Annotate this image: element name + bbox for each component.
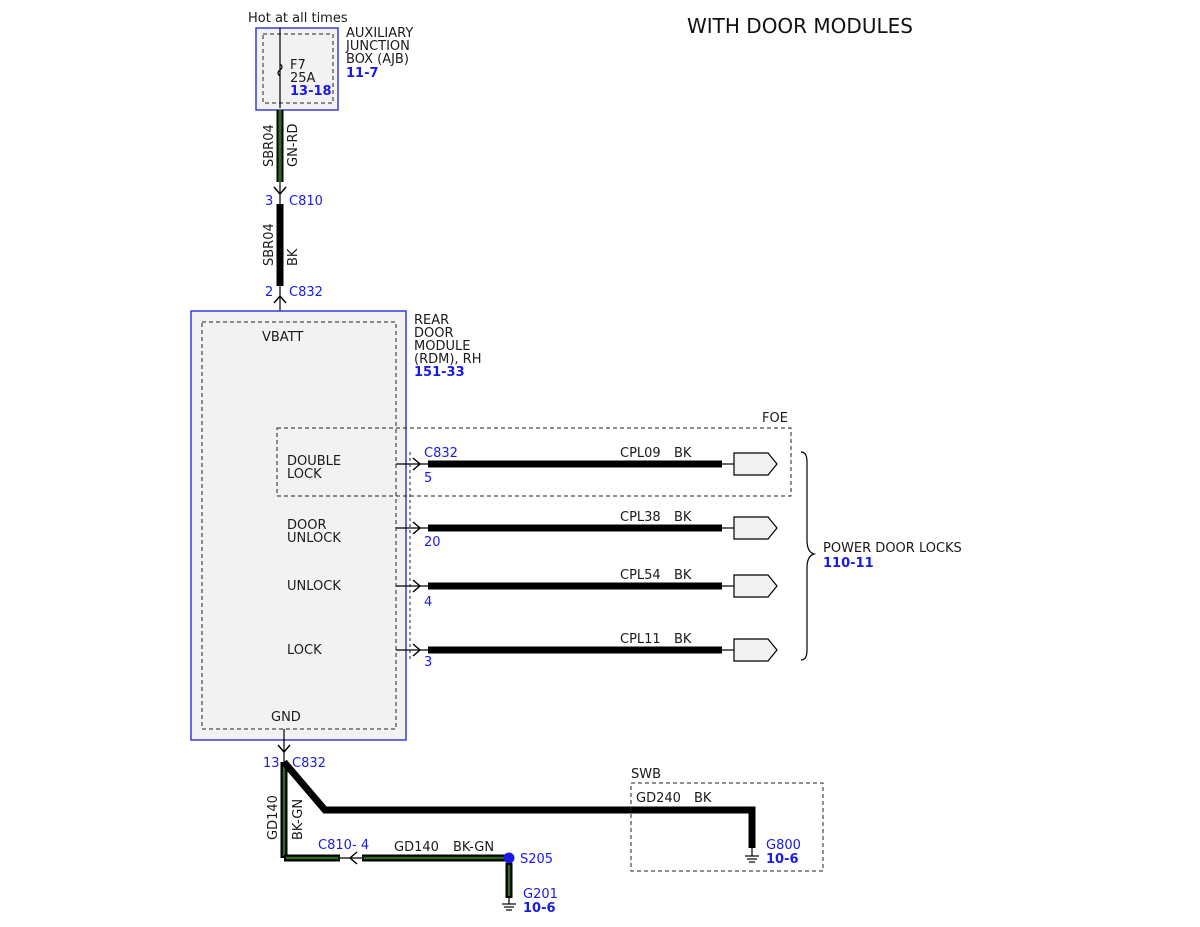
fuse-name: F7 bbox=[290, 58, 306, 73]
connector-flag-icon bbox=[733, 452, 778, 476]
g800-name: G800 bbox=[766, 838, 801, 853]
rdm-name-line-1: REAR bbox=[414, 313, 449, 328]
splice-s205-dot bbox=[503, 852, 515, 864]
output-label-line-2: LOCK bbox=[287, 467, 322, 482]
output-label-line-2: UNLOCK bbox=[287, 531, 341, 546]
output-label-line-1: DOOR bbox=[287, 518, 327, 533]
c832-gnd-name: C832 bbox=[292, 756, 326, 771]
c810-top-pin: 3 bbox=[265, 194, 273, 209]
ajb-name-line-1: AUXILIARY bbox=[346, 26, 413, 41]
diagram-title: WITH DOOR MODULES bbox=[687, 14, 913, 38]
output-color: BK bbox=[674, 632, 692, 647]
power-door-locks-brace bbox=[800, 451, 817, 661]
output-pin: 4 bbox=[424, 595, 432, 610]
rdm-name-line-3: MODULE bbox=[414, 339, 470, 354]
c832-top-pin: 2 bbox=[265, 285, 273, 300]
feed-wire-1-color: GN-RD bbox=[286, 123, 301, 167]
output-color: BK bbox=[674, 446, 692, 461]
c810-gnd-pin: - 4 bbox=[352, 838, 369, 853]
feed-wire-2-circuit: SBR04 bbox=[262, 223, 277, 266]
ajb-fuse-box bbox=[262, 33, 334, 104]
connector-arrow-icon bbox=[412, 457, 422, 471]
g800-ref-link[interactable]: 10-6 bbox=[766, 852, 799, 867]
gd240-circuit: GD240 bbox=[636, 791, 681, 806]
connector-flag-icon bbox=[733, 638, 778, 662]
output-pin: 20 bbox=[424, 535, 441, 550]
rdm-gnd-label: GND bbox=[271, 710, 301, 725]
gd240-wire bbox=[281, 759, 756, 848]
connector-arrow-icon bbox=[412, 579, 422, 593]
output-color: BK bbox=[674, 510, 692, 525]
c810-gnd-connector-icon bbox=[348, 851, 358, 865]
foe-label: FOE bbox=[762, 411, 788, 426]
output-pin: 3 bbox=[424, 655, 432, 670]
fuse-icon bbox=[277, 63, 283, 77]
c832-top-name: C832 bbox=[289, 285, 323, 300]
connector-flag-icon bbox=[733, 516, 778, 540]
feed-wire-1-circuit: SBR04 bbox=[262, 124, 277, 167]
output-lock: LOCK 3 CPL11 BK bbox=[287, 632, 778, 670]
power-door-locks-label: POWER DOOR LOCKS bbox=[823, 541, 962, 556]
feed-wire-2-color: BK bbox=[286, 248, 301, 266]
output-pin: 5 bbox=[424, 471, 432, 486]
fuse-rating: 25A bbox=[290, 71, 316, 86]
gd140-vertical-circuit: GD140 bbox=[266, 795, 281, 840]
output-label-line-1: DOUBLE bbox=[287, 454, 341, 469]
c832-gnd-connector-icon bbox=[277, 744, 291, 754]
ajb-ref-link[interactable]: 11-7 bbox=[346, 66, 379, 81]
rdm-vbatt-label: VBATT bbox=[262, 330, 303, 345]
rdm-name-line-4: (RDM), RH bbox=[414, 352, 481, 367]
output-door-unlock: DOOR UNLOCK 20 CPL38 BK bbox=[287, 510, 778, 550]
gd140-horizontal-circuit: GD140 bbox=[394, 840, 439, 855]
c832-top-connector-icon bbox=[273, 294, 287, 304]
rdm-name-line-2: DOOR bbox=[414, 326, 454, 341]
output-double-lock: DOUBLE LOCK C832 5 CPL09 BK bbox=[287, 446, 778, 486]
ground-icon bbox=[502, 898, 516, 911]
splice-s205-label: S205 bbox=[520, 852, 553, 867]
output-label-line-1: UNLOCK bbox=[287, 579, 341, 594]
output-unlock: UNLOCK 4 CPL54 BK bbox=[287, 568, 778, 610]
output-label-line-1: LOCK bbox=[287, 643, 322, 658]
output-circuit: CPL54 bbox=[620, 568, 661, 583]
output-color: BK bbox=[674, 568, 692, 583]
output-circuit: CPL38 bbox=[620, 510, 661, 525]
rdm-ref-link[interactable]: 151-33 bbox=[414, 365, 465, 380]
foe-region bbox=[276, 427, 792, 497]
ajb-box bbox=[255, 27, 339, 111]
gd140-horizontal-color: BK-GN bbox=[453, 840, 494, 855]
connector-flag-icon bbox=[733, 574, 778, 598]
g201-ref-link[interactable]: 10-6 bbox=[523, 901, 556, 916]
fuse-ref-link[interactable]: 13-18 bbox=[290, 84, 332, 99]
rdm-outer-box bbox=[190, 310, 407, 741]
c810-top-name: C810 bbox=[289, 194, 323, 209]
g201-name: G201 bbox=[523, 887, 558, 902]
output-circuit: CPL11 bbox=[620, 632, 661, 647]
output-circuit: CPL09 bbox=[620, 446, 661, 461]
power-door-locks-ref-link[interactable]: 110-11 bbox=[823, 556, 874, 571]
ajb-name-line-2: JUNCTION bbox=[345, 39, 410, 54]
c810-gnd-name: C810 bbox=[318, 838, 352, 853]
connector-arrow-icon bbox=[412, 521, 422, 535]
ajb-name-line-3: BOX (AJB) bbox=[346, 52, 409, 67]
hot-at-all-times-label: Hot at all times bbox=[248, 11, 348, 26]
c832-gnd-pin: 13 bbox=[263, 756, 280, 771]
swb-label: SWB bbox=[631, 767, 661, 782]
ground-icon bbox=[745, 848, 759, 863]
connector-arrow-icon bbox=[412, 643, 422, 657]
output-connector: C832 bbox=[424, 446, 458, 461]
gd240-color: BK bbox=[694, 791, 712, 806]
gd140-vertical-color: BK-GN bbox=[291, 799, 306, 840]
